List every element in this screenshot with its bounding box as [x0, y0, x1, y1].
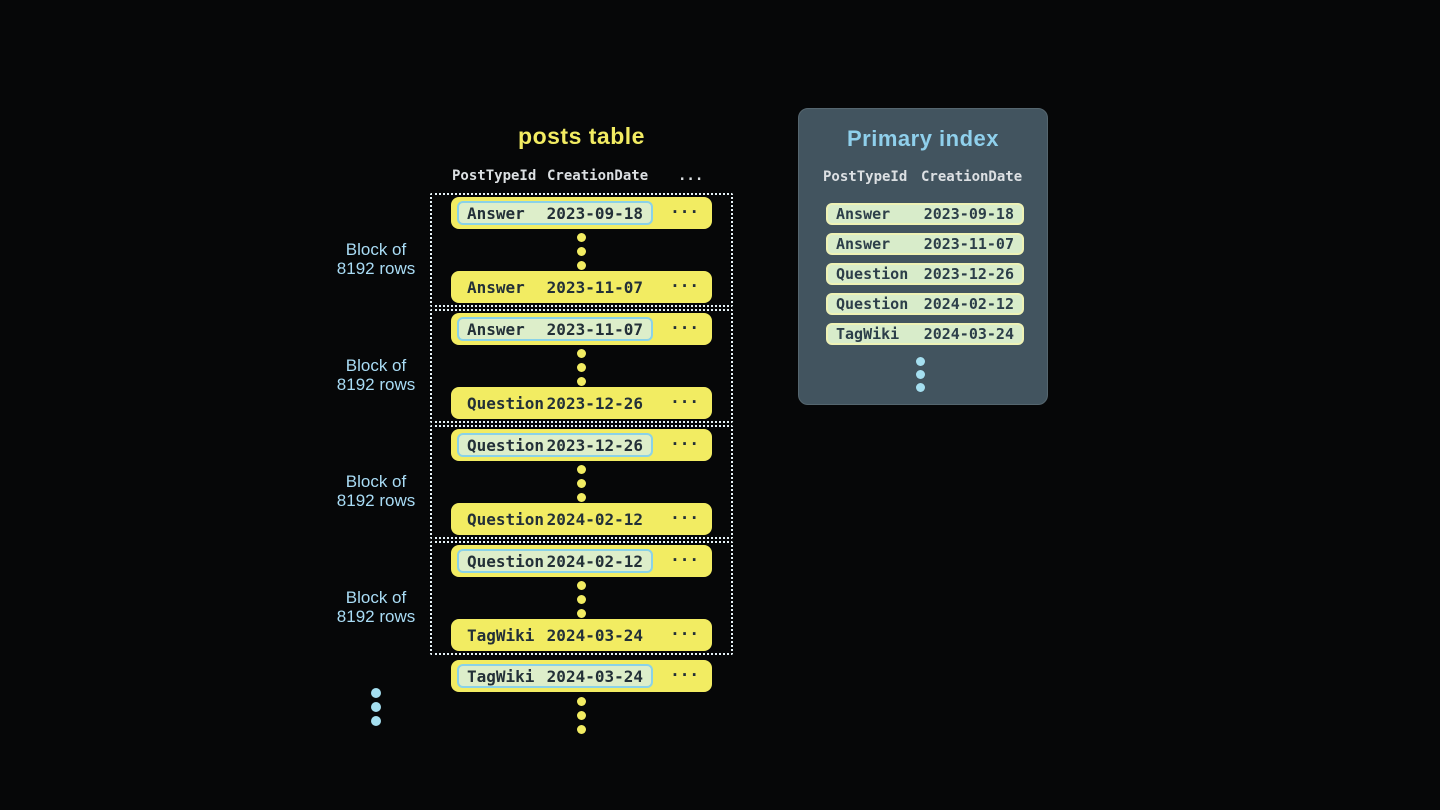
row-posttype: Question: [467, 509, 545, 529]
index-posttype: Answer: [836, 235, 891, 253]
index-posttype: TagWiki: [836, 325, 900, 343]
more-blocks-dots: [371, 688, 381, 726]
row-highlight-pill: Answer 2023-09-18: [457, 201, 653, 225]
table-row: Question 2023-12-26 ...: [451, 387, 712, 419]
block-label-line1: Block of: [345, 356, 407, 375]
block-label-1: Block of 8192 rows: [310, 240, 442, 278]
continuation-dots: [577, 697, 586, 734]
row-posttype: Question: [467, 551, 545, 571]
block-outline-4: [430, 541, 733, 655]
row-creationdate: 2024-02-12: [546, 509, 643, 529]
row-highlight-pill: Answer 2023-11-07: [457, 317, 653, 341]
index-posttype: Question: [836, 265, 909, 283]
row-more-icon: ...: [670, 388, 699, 407]
index-posttype: Answer: [836, 205, 891, 223]
row-values: TagWiki 2024-03-24: [457, 623, 653, 647]
posts-column-header-more-icon: ...: [678, 168, 704, 184]
table-row: Answer 2023-09-18 ...: [451, 197, 712, 229]
row-creationdate: 2023-09-18: [546, 203, 643, 223]
row-more-icon: ...: [670, 504, 699, 523]
row-creationdate: 2023-12-26: [546, 393, 643, 413]
row-creationdate: 2023-12-26: [546, 435, 643, 455]
index-row: Answer 2023-11-07: [826, 233, 1024, 255]
row-posttype: TagWiki: [467, 666, 535, 686]
row-creationdate: 2023-11-07: [546, 277, 643, 297]
index-creationdate: 2023-09-18: [923, 205, 1014, 223]
block-label-line2: 8192 rows: [336, 491, 416, 510]
index-row: TagWiki 2024-03-24: [826, 323, 1024, 345]
index-creationdate: 2023-12-26: [923, 265, 1014, 283]
table-row: Question 2023-12-26 ...: [451, 429, 712, 461]
row-highlight-pill: TagWiki 2024-03-24: [457, 664, 653, 688]
row-values: Question 2024-02-12: [457, 507, 653, 531]
continuation-dots: [577, 581, 586, 618]
index-posttype: Question: [836, 295, 909, 313]
row-more-icon: ...: [670, 430, 699, 449]
index-column-header-creationdate: CreationDate: [921, 169, 1023, 185]
block-label-line1: Block of: [345, 240, 407, 259]
index-creationdate: 2023-11-07: [923, 235, 1014, 253]
index-row: Answer 2023-09-18: [826, 203, 1024, 225]
table-row: Question 2024-02-12 ...: [451, 545, 712, 577]
row-more-icon: ...: [670, 620, 699, 639]
continuation-dots: [577, 349, 586, 386]
index-continuation-dots: [916, 357, 925, 392]
block-outline-1: [430, 193, 733, 307]
row-creationdate: 2024-03-24: [546, 625, 643, 645]
row-posttype: TagWiki: [467, 625, 535, 645]
row-more-icon: ...: [670, 546, 699, 565]
continuation-dots: [577, 465, 586, 502]
block-label-3: Block of 8192 rows: [310, 472, 442, 510]
row-posttype: Question: [467, 435, 545, 455]
table-row: Answer 2023-11-07 ...: [451, 271, 712, 303]
row-values: Answer 2023-11-07: [457, 275, 653, 299]
posts-column-header-creationdate: CreationDate: [547, 168, 649, 184]
block-label-line1: Block of: [345, 472, 407, 491]
block-label-line2: 8192 rows: [336, 259, 416, 278]
row-more-icon: ...: [670, 314, 699, 333]
index-column-header-posttypeid: PostTypeId: [823, 169, 908, 185]
row-posttype: Answer: [467, 277, 525, 297]
primary-index-title: Primary index: [846, 126, 999, 151]
index-row: Question 2023-12-26: [826, 263, 1024, 285]
row-highlight-pill: Question 2023-12-26: [457, 433, 653, 457]
posts-table-title: posts table: [518, 123, 645, 149]
block-label-line2: 8192 rows: [336, 375, 416, 394]
row-posttype: Answer: [467, 319, 525, 339]
row-creationdate: 2024-02-12: [546, 551, 643, 571]
block-label-4: Block of 8192 rows: [310, 588, 442, 626]
block-outline-3: [430, 425, 733, 539]
row-more-icon: ...: [670, 661, 699, 680]
index-row: Question 2024-02-12: [826, 293, 1024, 315]
row-posttype: Answer: [467, 203, 525, 223]
block-label-line2: 8192 rows: [336, 607, 416, 626]
table-row: TagWiki 2024-03-24 ...: [451, 619, 712, 651]
row-creationdate: 2024-03-24: [546, 666, 643, 686]
index-creationdate: 2024-03-24: [923, 325, 1014, 343]
posts-column-header-posttypeid: PostTypeId: [452, 168, 537, 184]
row-highlight-pill: Question 2024-02-12: [457, 549, 653, 573]
row-posttype: Question: [467, 393, 545, 413]
block-label-2: Block of 8192 rows: [310, 356, 442, 394]
primary-index-panel: Primary index PostTypeId CreationDate An…: [798, 108, 1048, 405]
row-more-icon: ...: [670, 198, 699, 217]
block-label-line1: Block of: [345, 588, 407, 607]
index-creationdate: 2024-02-12: [923, 295, 1014, 313]
row-values: Question 2023-12-26: [457, 391, 653, 415]
table-row: Question 2024-02-12 ...: [451, 503, 712, 535]
table-row: TagWiki 2024-03-24 ...: [451, 660, 712, 692]
continuation-dots: [577, 233, 586, 270]
table-row: Answer 2023-11-07 ...: [451, 313, 712, 345]
row-more-icon: ...: [670, 272, 699, 291]
block-outline-2: [430, 309, 733, 423]
row-creationdate: 2023-11-07: [546, 319, 643, 339]
